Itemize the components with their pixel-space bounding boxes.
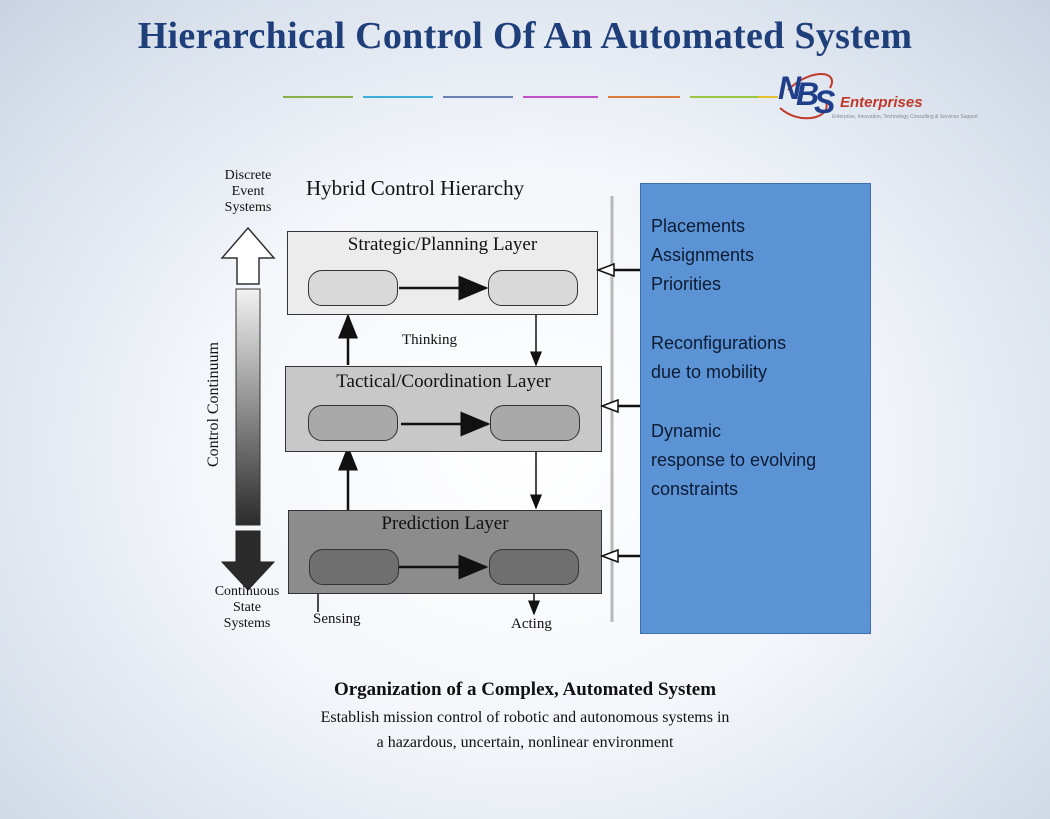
tactical-coordination-layer: Tactical/Coordination Layer <box>285 366 602 452</box>
continuum-bottom-line: Continuous <box>214 584 280 599</box>
divider-segment <box>608 96 680 98</box>
layer-node <box>308 405 398 441</box>
panel-block-reconfigurations: Reconfigurations due to mobility <box>651 329 786 387</box>
panel-line: response to evolving <box>651 450 817 470</box>
acting-label: Acting <box>511 616 552 632</box>
control-continuum-label: Control Continuum <box>205 342 222 467</box>
nbs-enterprises-logo: N B S Enterprises Enterprise, Innovation… <box>770 68 990 128</box>
logo-word: Enterprises <box>840 94 923 111</box>
continuum-top-label: Discrete Event Systems <box>212 168 284 216</box>
layer-title: Tactical/Coordination Layer <box>336 371 551 392</box>
panel-line: due to mobility <box>651 362 768 382</box>
divider-segment <box>443 96 513 98</box>
continuum-top-line: Discrete <box>224 168 272 183</box>
sensing-label: Sensing <box>313 611 361 627</box>
divider-segment <box>283 96 353 98</box>
panel-arrow-strategic <box>595 262 640 278</box>
panel-line: Assignments <box>651 245 755 265</box>
caption-title: Organization of a Complex, Automated Sys… <box>333 679 717 700</box>
layer-node <box>488 270 578 306</box>
continuum-down-arrowhead <box>220 530 276 591</box>
logo-letter-b: B <box>796 76 820 112</box>
caption-line: a hazardous, uncertain, nonlinear enviro… <box>376 734 674 751</box>
continuum-up-arrowhead <box>220 226 276 285</box>
divider-segment <box>363 96 433 98</box>
diagram-heading: Hybrid Control Hierarchy <box>306 176 525 200</box>
panel-block-dynamic: Dynamic response to evolving constraints <box>651 417 816 504</box>
slide-title: Hierarchical Control Of An Automated Sys… <box>137 15 913 57</box>
logo-letter-s: S <box>814 84 836 120</box>
divider-segment <box>758 96 778 98</box>
continuum-top-line: Event <box>231 184 265 199</box>
panel-line: constraints <box>651 479 739 499</box>
layer-node <box>308 270 398 306</box>
continuum-bottom-line: Systems <box>223 616 271 631</box>
layer-node <box>490 405 580 441</box>
continuum-bottom-line: State <box>233 600 261 615</box>
divider-segment <box>690 96 758 98</box>
logo-tagline: Enterprise, Innovation, Technology Consu… <box>832 114 978 120</box>
caption-line: Establish mission control of robotic and… <box>320 709 730 726</box>
requirements-panel: Placements Assignments Priorities Reconf… <box>640 183 871 634</box>
layer-node <box>489 549 579 585</box>
panel-line: Dynamic <box>651 421 722 441</box>
logo-letter-n: N <box>778 70 802 106</box>
layer-node <box>309 549 399 585</box>
prediction-layer: Prediction Layer <box>288 510 602 594</box>
panel-arrow-prediction <box>599 548 640 564</box>
panel-line: Priorities <box>651 274 722 294</box>
divider-segment <box>523 96 598 98</box>
continuum-top-line: Systems <box>224 200 272 215</box>
panel-line: Reconfigurations <box>651 333 787 353</box>
layer-title: Prediction Layer <box>381 513 509 534</box>
panel-arrow-tactical <box>599 398 640 414</box>
continuum-bar <box>235 288 261 526</box>
thinking-label: Thinking <box>402 332 457 348</box>
panel-block-assignments: Placements Assignments Priorities <box>651 212 754 299</box>
strategic-planning-layer: Strategic/Planning Layer <box>287 231 598 315</box>
continuum-bottom-label: Continuous State Systems <box>200 584 294 632</box>
panel-line: Placements <box>651 216 746 236</box>
layer-title: Strategic/Planning Layer <box>347 234 538 255</box>
